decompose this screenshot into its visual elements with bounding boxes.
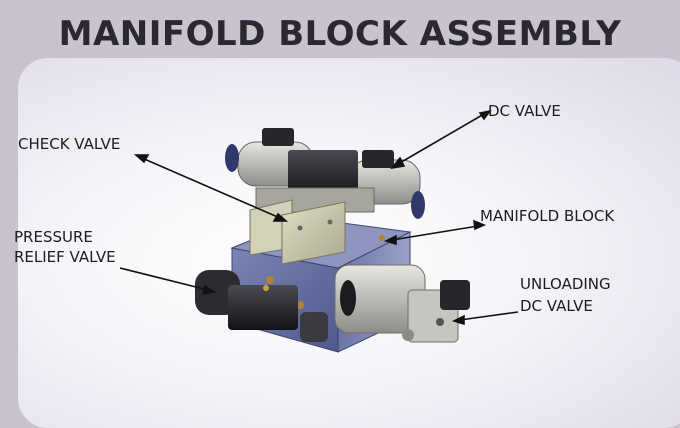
label-unloading-line1: UNLOADING [520,275,611,293]
pressure-relief-valve-shape [195,270,328,342]
label-pressure-relief-line1: PRESSURE [14,228,93,246]
unloading-arrow [451,311,519,326]
label-manifold-block: MANIFOLD BLOCK [480,207,615,225]
label-pressure-relief-line2: RELIEF VALVE [14,248,116,266]
diagram-title: MANIFOLD BLOCK ASSEMBLY [58,14,622,54]
dc-valve-shape [225,128,425,219]
label-unloading-line2: DC VALVE [520,297,593,315]
manifold-block-arrow [383,219,487,246]
label-check-valve: CHECK VALVE [18,135,121,153]
check-valve-shape [249,199,346,265]
unloading-dc-valve-shape [334,264,470,343]
label-dc-valve: DC VALVE [488,102,561,120]
check-valve-arrow [133,154,289,222]
assembly-illustration [119,109,519,353]
dc-valve-arrow [390,109,492,170]
pressure-relief-arrow [119,267,217,296]
